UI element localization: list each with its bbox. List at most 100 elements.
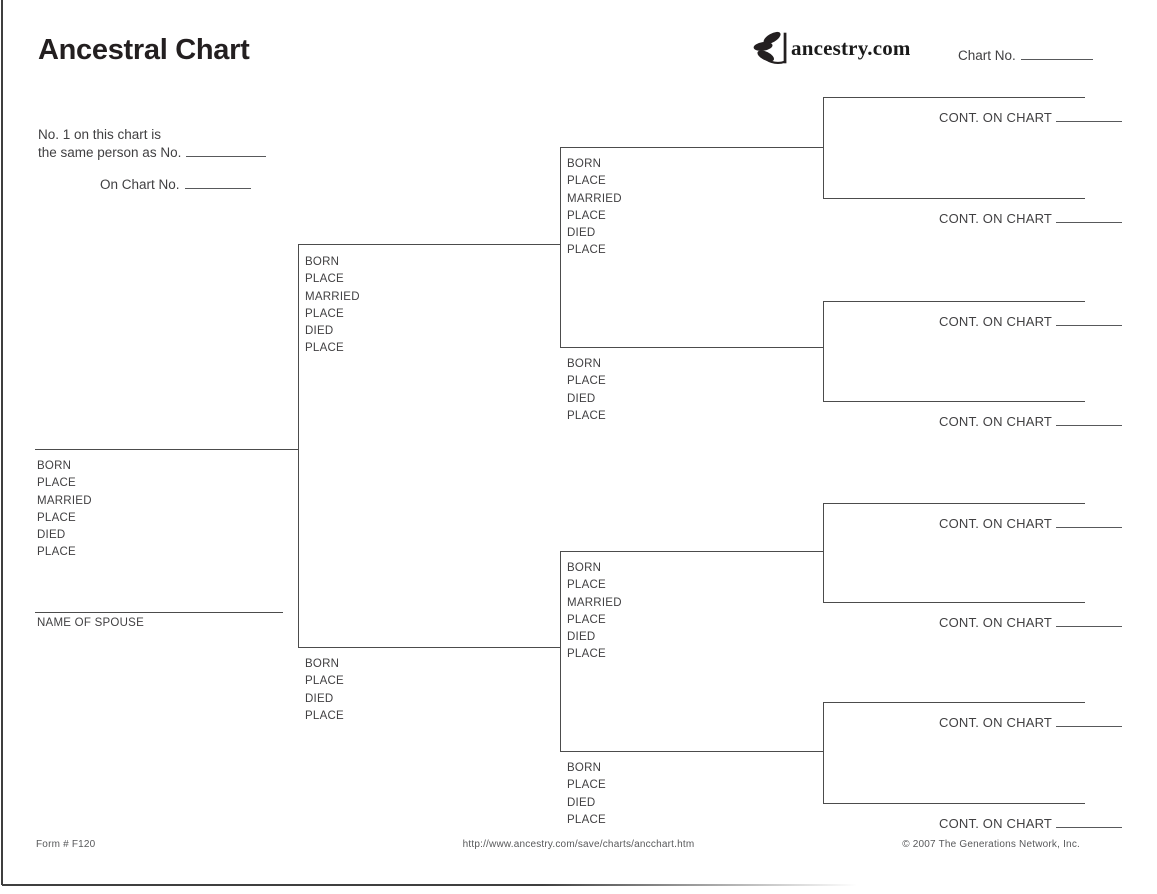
cont-on-chart-3: CONT. ON CHART xyxy=(939,314,1123,329)
field-label: PLACE xyxy=(567,779,606,792)
cont-on-chart-1: CONT. ON CHART xyxy=(939,110,1123,125)
mother-line xyxy=(298,647,560,649)
chart-no-label: Chart No. xyxy=(958,48,1016,63)
field-label: PLACE xyxy=(37,546,76,559)
maternal-grandfather-line xyxy=(560,551,823,553)
field-label: PLACE xyxy=(567,813,606,826)
mother-fields: BORN PLACE DIED PLACE xyxy=(305,656,344,725)
field-label: BORN xyxy=(305,658,340,670)
cont-on-chart-8: CONT. ON CHART xyxy=(939,816,1123,831)
field-label: BORN xyxy=(567,562,602,574)
ancestry-logo: ancestry.com xyxy=(752,28,911,68)
field-label: BORN xyxy=(305,256,340,268)
paternal-grandfather-line xyxy=(560,147,823,149)
gen4-line-5 xyxy=(823,503,1085,505)
gen3-paternal-bracket xyxy=(560,147,562,348)
field-label: PLACE xyxy=(305,342,344,355)
field-label: PLACE xyxy=(567,648,606,661)
cont-on-chart-6: CONT. ON CHART xyxy=(939,615,1123,630)
field-label: PLACE xyxy=(567,244,606,257)
gen4-line-7 xyxy=(823,702,1085,704)
chart-no-field: Chart No. xyxy=(958,47,1093,63)
gen4-line-4 xyxy=(823,401,1085,403)
cont-on-chart-5: CONT. ON CHART xyxy=(939,516,1123,531)
cont-blank xyxy=(1056,211,1123,223)
cont-label: CONT. ON CHART xyxy=(939,715,1053,730)
cont-label: CONT. ON CHART xyxy=(939,314,1053,329)
ancestry-leaf-icon xyxy=(753,31,787,64)
cont-on-chart-7: CONT. ON CHART xyxy=(939,715,1123,730)
field-label: PLACE xyxy=(37,511,76,524)
gen4-bracket-4 xyxy=(823,702,825,804)
cont-blank xyxy=(1056,516,1123,528)
field-label: PLACE xyxy=(567,613,606,626)
field-label: PLACE xyxy=(567,409,606,422)
field-label: DIED xyxy=(305,325,334,338)
reference-line-3-label: On Chart No. xyxy=(100,177,180,192)
cont-label: CONT. ON CHART xyxy=(939,110,1053,125)
spouse-label: NAME OF SPOUSE xyxy=(37,617,145,629)
cont-label: CONT. ON CHART xyxy=(939,414,1053,429)
gen4-line-1 xyxy=(823,97,1085,99)
person1-fields: BORN PLACE MARRIED PLACE DIED PLACE xyxy=(37,458,92,562)
field-label: PLACE xyxy=(305,675,344,688)
gen4-bracket-1 xyxy=(823,97,825,199)
gen4-line-6 xyxy=(823,602,1085,604)
gen4-bracket-2 xyxy=(823,301,825,402)
form-number: Form # F120 xyxy=(36,839,96,850)
field-label: PLACE xyxy=(567,375,606,388)
gen3-maternal-bracket xyxy=(560,551,562,752)
page-title: Ancestral Chart xyxy=(38,34,250,66)
cont-label: CONT. ON CHART xyxy=(939,816,1053,831)
field-label: PLACE xyxy=(567,579,606,592)
field-label: DIED xyxy=(567,796,596,809)
reference-line-3: On Chart No. xyxy=(100,176,251,194)
gen4-line-8 xyxy=(823,803,1085,805)
gen2-bracket xyxy=(298,244,300,648)
field-label: MARRIED xyxy=(305,290,360,303)
field-label: PLACE xyxy=(37,477,76,490)
field-label: PLACE xyxy=(567,209,606,222)
paternal-grandfather-fields: BORN PLACE MARRIED PLACE DIED PLACE xyxy=(567,156,622,260)
maternal-grandfather-fields: BORN PLACE MARRIED PLACE DIED PLACE xyxy=(567,560,622,664)
same-person-no-blank xyxy=(186,144,267,157)
reference-line-2-label: the same person as No. xyxy=(38,145,182,160)
gen4-bracket-3 xyxy=(823,503,825,603)
on-chart-no-blank xyxy=(184,176,251,189)
father-line xyxy=(298,244,560,246)
cont-on-chart-4: CONT. ON CHART xyxy=(939,414,1123,429)
field-label: PLACE xyxy=(567,175,606,188)
field-label: DIED xyxy=(567,631,596,644)
cont-label: CONT. ON CHART xyxy=(939,211,1053,226)
cont-label: CONT. ON CHART xyxy=(939,615,1053,630)
gen4-line-3 xyxy=(823,301,1085,303)
field-label: BORN xyxy=(37,460,72,472)
field-label: DIED xyxy=(567,392,596,405)
maternal-grandmother-line xyxy=(560,751,823,753)
field-label: MARRIED xyxy=(37,494,92,507)
page-edge-bottom xyxy=(2,884,902,886)
cont-blank xyxy=(1056,816,1123,828)
field-label: DIED xyxy=(305,692,334,705)
footer-copyright: © 2007 The Generations Network, Inc. xyxy=(902,839,1080,850)
chart-no-blank xyxy=(1020,47,1093,60)
maternal-grandmother-fields: BORN PLACE DIED PLACE xyxy=(567,760,606,829)
cont-label: CONT. ON CHART xyxy=(939,516,1053,531)
field-label: BORN xyxy=(567,358,602,370)
field-label: BORN xyxy=(567,762,602,774)
father-fields: BORN PLACE MARRIED PLACE DIED PLACE xyxy=(305,254,360,358)
cont-blank xyxy=(1056,715,1123,727)
paternal-grandmother-fields: BORN PLACE DIED PLACE xyxy=(567,356,606,425)
field-label: MARRIED xyxy=(567,192,622,205)
field-label: PLACE xyxy=(305,709,344,722)
field-label: PLACE xyxy=(305,273,344,286)
cont-blank xyxy=(1056,615,1123,627)
cont-blank xyxy=(1056,314,1123,326)
footer-url: http://www.ancestry.com/save/charts/ancc… xyxy=(462,839,695,850)
gen4-line-2 xyxy=(823,198,1085,200)
spouse-line xyxy=(35,612,283,614)
reference-line-1: No. 1 on this chart is xyxy=(38,127,162,142)
cont-blank xyxy=(1056,414,1123,426)
cont-on-chart-2: CONT. ON CHART xyxy=(939,211,1123,226)
